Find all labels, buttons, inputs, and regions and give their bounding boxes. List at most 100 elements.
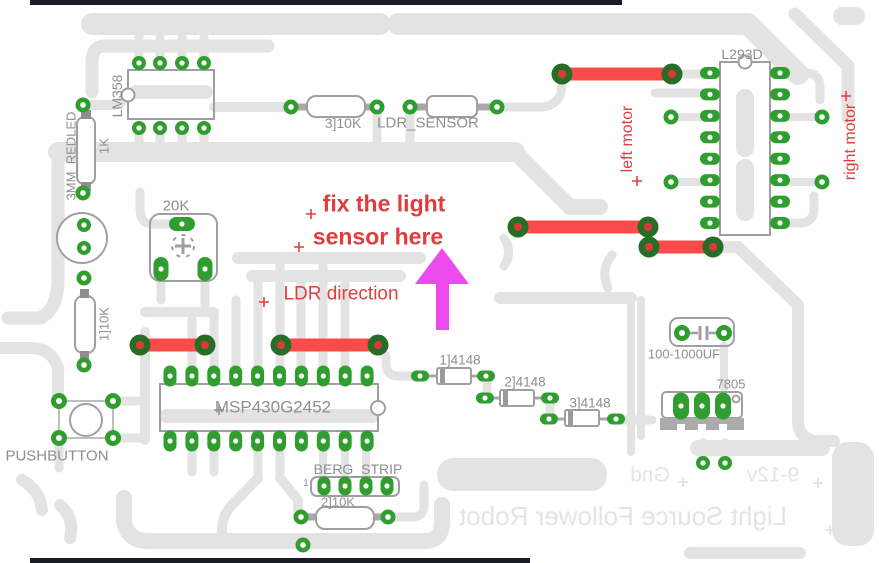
pad-hole bbox=[777, 70, 783, 76]
vreg-label: 7805 bbox=[716, 376, 746, 392]
pad-hole bbox=[385, 514, 391, 520]
jumper-pad-hole bbox=[514, 223, 522, 231]
vreg-hole bbox=[731, 394, 741, 404]
board-edge-bottom bbox=[30, 558, 530, 563]
pad-hole bbox=[276, 438, 283, 444]
berg-strip-outline bbox=[310, 476, 400, 497]
pad-hole bbox=[179, 221, 185, 227]
pad-hole bbox=[189, 373, 195, 379]
ldr-sensor-label: LDR_SENSOR bbox=[377, 114, 479, 132]
pad-hole bbox=[668, 179, 674, 185]
jumper-pad-hole bbox=[668, 70, 676, 78]
diode1-label: 1]4148 bbox=[439, 352, 481, 368]
jumper-pad-hole bbox=[558, 70, 566, 78]
pad-hole bbox=[722, 460, 728, 466]
pad-hole bbox=[167, 438, 173, 444]
pad-hole bbox=[699, 403, 705, 409]
berg-pin1-label: 1 bbox=[303, 478, 309, 489]
pushbutton-cap bbox=[69, 403, 103, 437]
pad-hole bbox=[298, 373, 304, 379]
pad-hole bbox=[707, 220, 713, 226]
pad-hole bbox=[211, 373, 217, 379]
pad-hole bbox=[707, 134, 713, 140]
pad-hole bbox=[167, 373, 173, 379]
pad-hole bbox=[276, 373, 283, 379]
pot-20k-wiper-cross bbox=[175, 238, 191, 254]
jumper-pad-hole bbox=[374, 341, 382, 349]
pad-hole bbox=[363, 483, 369, 489]
led-outline bbox=[56, 212, 108, 264]
pad-hole bbox=[81, 245, 87, 251]
diode2-label: 2]4148 bbox=[504, 374, 546, 390]
resistor-3-10k-body bbox=[306, 95, 366, 118]
pad-hole bbox=[288, 104, 294, 110]
pad-hole bbox=[157, 60, 163, 66]
vreg-tab-notch bbox=[698, 424, 706, 431]
pot-20k-outline bbox=[149, 213, 218, 282]
jumper-pad-hole bbox=[709, 243, 717, 251]
pushbutton-label: PUSHBUTTON bbox=[5, 447, 109, 465]
ldr-direction-arrow bbox=[415, 248, 469, 330]
pushbutton-outline bbox=[58, 400, 114, 439]
pad-hole bbox=[179, 60, 185, 66]
board-edge-top bbox=[30, 0, 622, 5]
resistor-1k-label: 1K bbox=[96, 138, 112, 154]
vreg-tab-notch bbox=[677, 424, 685, 431]
pad-hole bbox=[81, 275, 87, 281]
pad-hole bbox=[320, 438, 326, 444]
resistor-1k-lead-top bbox=[81, 110, 91, 119]
l293d-label: L293D bbox=[721, 46, 763, 62]
mcu-label: MSP430G2452 bbox=[214, 397, 332, 417]
pad-hole bbox=[707, 113, 713, 119]
pad-hole bbox=[202, 266, 208, 272]
pad-hole bbox=[707, 177, 713, 183]
pad-hole bbox=[700, 460, 706, 466]
jumper-pad-hole bbox=[644, 223, 652, 231]
pad-hole bbox=[211, 438, 217, 444]
resistor-1-10k-label: 1]10K bbox=[96, 307, 112, 341]
pad-hole bbox=[777, 220, 783, 226]
vreg-tab-notch bbox=[719, 424, 727, 431]
pad-hole bbox=[777, 91, 783, 98]
pad-hole bbox=[707, 156, 713, 162]
pad-hole bbox=[720, 329, 728, 337]
pad-hole bbox=[364, 373, 370, 379]
resistor-1k-body bbox=[76, 116, 96, 185]
pad-hole bbox=[678, 329, 686, 337]
pad-hole bbox=[189, 438, 195, 444]
jumper-pad-hole bbox=[136, 341, 144, 349]
pad-hole bbox=[136, 125, 142, 131]
pad-hole bbox=[255, 438, 261, 444]
pad-hole bbox=[81, 222, 87, 228]
jumper-wire-layer bbox=[129, 63, 724, 356]
pad-hole bbox=[777, 156, 783, 162]
pad-hole bbox=[80, 190, 86, 196]
pad-hole bbox=[201, 60, 207, 66]
pad-hole bbox=[300, 542, 306, 548]
mcu-origin-cross bbox=[214, 405, 224, 415]
pad-hole bbox=[678, 403, 684, 409]
pad-hole bbox=[777, 134, 783, 140]
pad-hole bbox=[342, 373, 348, 379]
silkscreen-power-label: 9-12v bbox=[746, 463, 800, 487]
pad-hole bbox=[201, 125, 207, 131]
pad-hole bbox=[720, 403, 726, 409]
pad-hole bbox=[494, 104, 500, 110]
pad-hole bbox=[777, 113, 783, 119]
pad-hole bbox=[417, 373, 423, 379]
pad-hole bbox=[136, 60, 142, 66]
pot-20k-wiper-circle bbox=[171, 234, 195, 258]
ldr-direction-label: LDR direction bbox=[283, 283, 399, 305]
pad-hole bbox=[157, 125, 163, 131]
right-motor-label: right motor bbox=[842, 103, 859, 181]
berg-strip-label: BERG_STRIP bbox=[313, 461, 403, 477]
silkscreen-title-label: Light Source Follower Robot bbox=[458, 501, 788, 531]
pad-hole bbox=[179, 125, 185, 131]
pad-hole bbox=[483, 373, 489, 379]
pad-hole bbox=[482, 395, 488, 401]
diode2-body bbox=[499, 389, 535, 407]
pad-hole bbox=[81, 362, 87, 368]
lm358-label: LM358 bbox=[109, 74, 125, 118]
pad-layer bbox=[51, 56, 830, 553]
